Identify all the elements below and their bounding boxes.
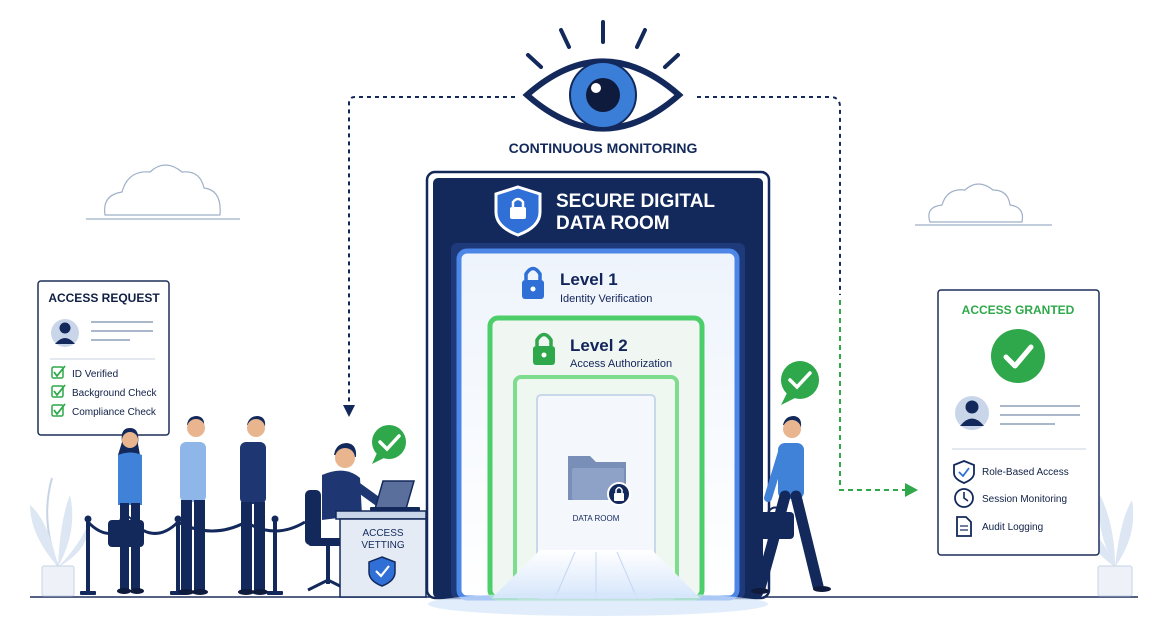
document-icon — [956, 516, 972, 537]
check-background: Background Check — [72, 388, 157, 399]
person-waiting — [178, 416, 208, 595]
avatar — [955, 396, 989, 430]
access-granted-title: ACCESS GRANTED — [962, 303, 1075, 317]
check-compliance: Compliance Check — [72, 407, 157, 418]
vetting-desk-line2: VETTING — [361, 540, 405, 551]
cloud-icon — [86, 164, 240, 220]
shield-check-icon — [953, 460, 975, 484]
person-waiting — [238, 416, 268, 595]
shield-check-icon — [368, 556, 396, 587]
check-circle-icon — [991, 329, 1045, 383]
access-request-card: ACCESS REQUEST — [37, 280, 170, 436]
feature-session-monitoring: Session Monitoring — [982, 494, 1067, 505]
monitoring-arrow-left — [348, 96, 515, 405]
level-2-title: Level 2 — [570, 336, 628, 355]
monitoring-label: CONTINUOUS MONITORING — [509, 140, 698, 156]
avatar — [51, 319, 79, 347]
feature-role-based-access: Role-Based Access — [982, 467, 1069, 478]
cloud-icon — [915, 183, 1052, 226]
level-2-lock-icon — [533, 332, 555, 365]
vetting-officer — [305, 443, 420, 592]
vetting-desk-line1: ACCESS — [362, 528, 403, 539]
shield-lock-icon — [494, 185, 542, 237]
checkbox-checked-icon — [51, 403, 66, 417]
plant-icon — [30, 477, 90, 597]
feature-audit-logging: Audit Logging — [982, 522, 1043, 533]
level-1-title: Level 1 — [560, 270, 618, 289]
person-granted-access — [751, 416, 831, 594]
exit-arrow — [839, 300, 905, 491]
level-1-subtitle: Identity Verification — [560, 293, 652, 305]
access-granted-card: ACCESS GRANTED — [937, 289, 1100, 556]
level-1-lock-icon — [522, 266, 544, 299]
level-2-subtitle: Access Authorization — [570, 358, 672, 370]
arrow-head — [343, 405, 355, 417]
data-room-title-line2: DATA ROOM — [556, 213, 670, 234]
person-waiting — [108, 428, 144, 594]
checkbox-checked-icon — [51, 384, 66, 398]
eye-icon — [522, 20, 684, 132]
data-room-title-line1: SECURE DIGITAL — [556, 191, 715, 212]
arrow-head — [905, 483, 918, 497]
clock-icon — [954, 488, 974, 508]
check-bubble-icon — [372, 425, 406, 464]
check-bubble-icon — [781, 361, 819, 405]
checkbox-checked-icon — [51, 365, 66, 379]
folder-lock-icon — [568, 456, 631, 506]
floor-glow — [428, 592, 768, 616]
access-request-title: ACCESS REQUEST — [48, 291, 160, 305]
check-id-verified: ID Verified — [72, 369, 118, 380]
data-room-building — [425, 170, 771, 601]
data-room-inner-label: DATA ROOM — [573, 514, 620, 523]
